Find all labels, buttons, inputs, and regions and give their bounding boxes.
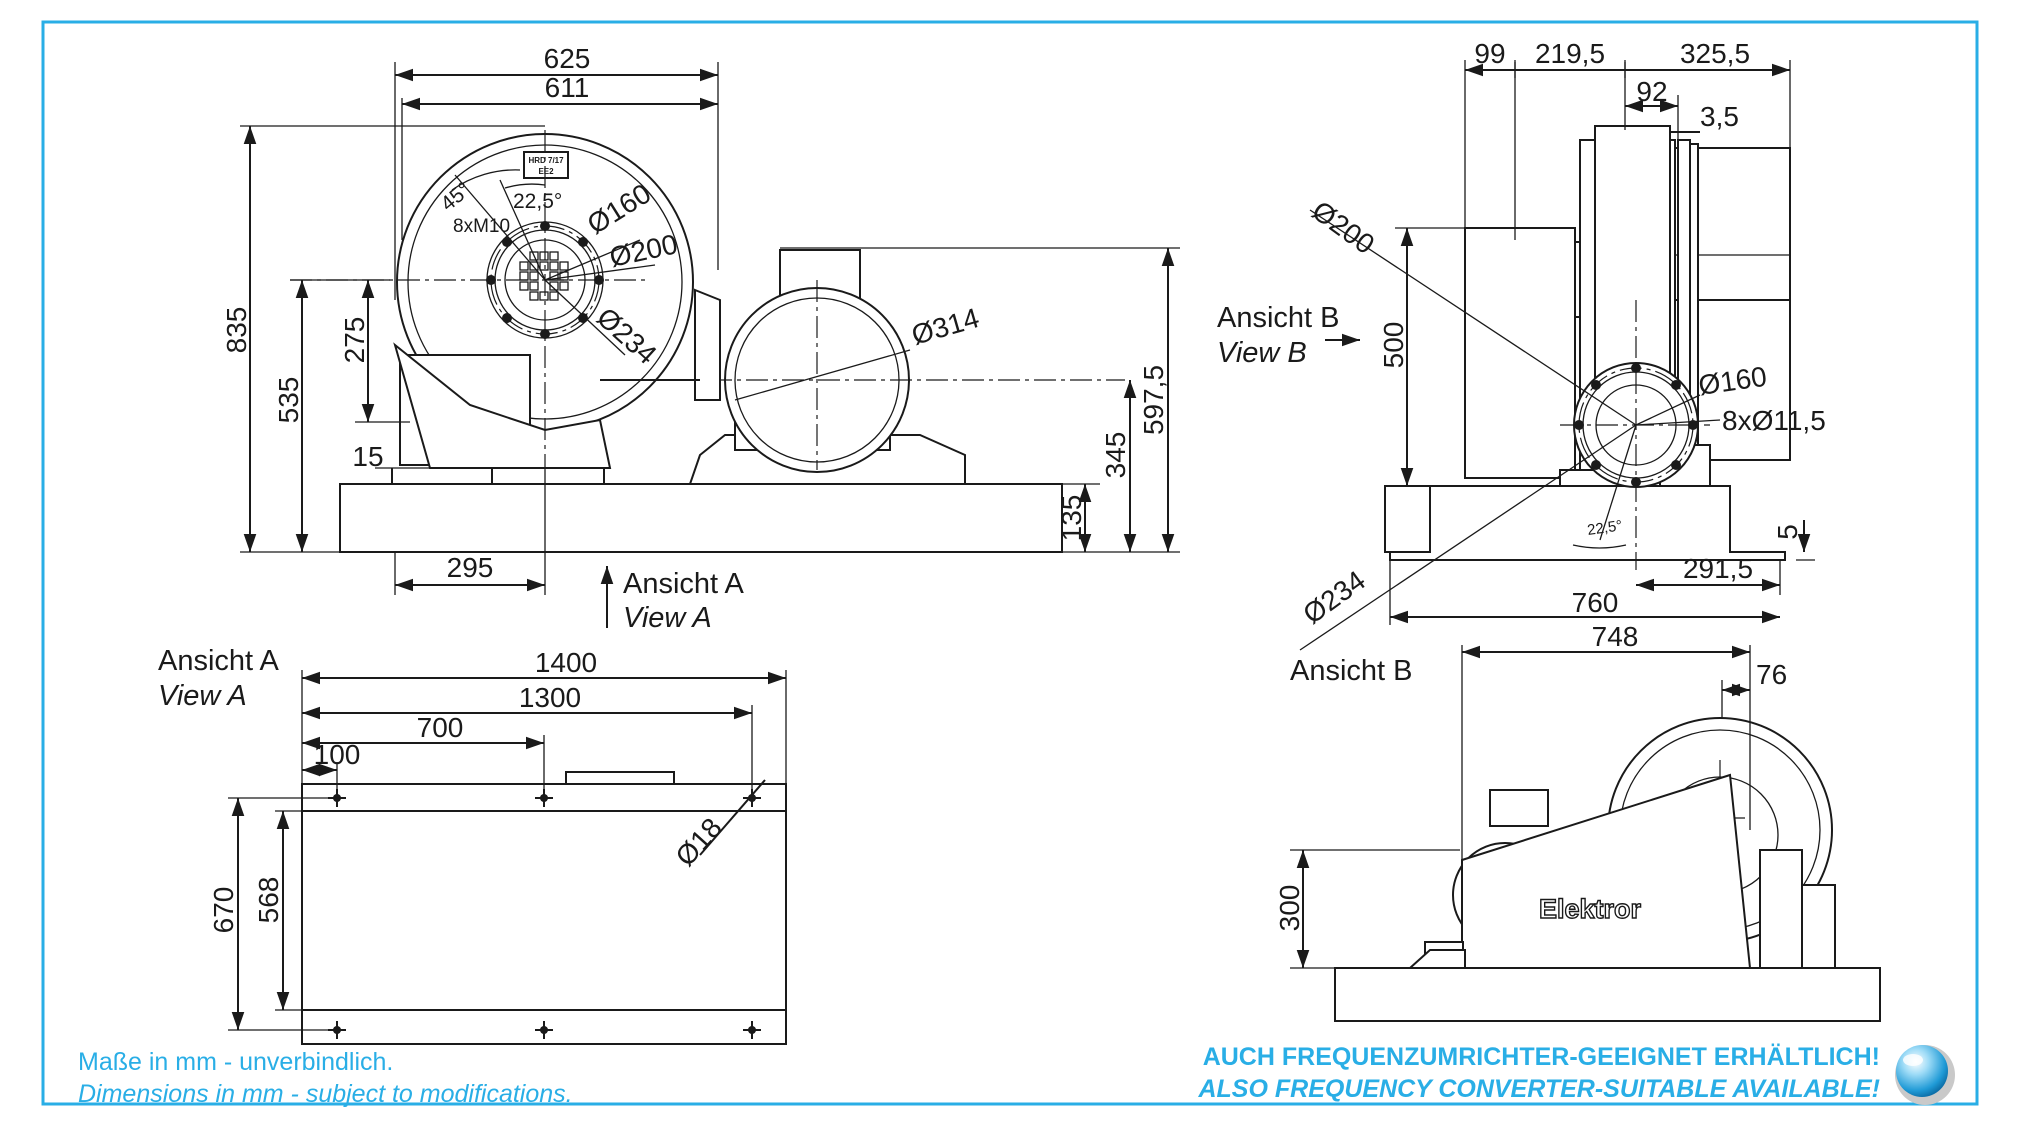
view-a-base-plate: Ansicht A View A 1400 1300 700 100 Ø18 xyxy=(158,645,787,1045)
dim-99: 99 xyxy=(1474,38,1505,69)
nameplate xyxy=(523,151,569,179)
promo-en: ALSO FREQUENCY CONVERTER-SUITABLE AVAILA… xyxy=(1197,1075,1880,1103)
dim-295: 295 xyxy=(447,552,494,583)
dim-345: 345 xyxy=(1100,432,1131,479)
front-view-blower: 99 219,5 325,5 92 3,5 Ø200 500 Ø160 8xØ1… xyxy=(1217,38,1826,651)
base-plate-outline xyxy=(301,783,787,1045)
note-en: Dimensions in mm - subject to modificati… xyxy=(78,1080,573,1108)
nameplate-line2: EE2 xyxy=(538,167,554,176)
dim-8x11-5: 8xØ11,5 xyxy=(1722,405,1826,436)
view-b-label-en: View B xyxy=(1217,337,1307,369)
blue-sphere-icon xyxy=(1895,1045,1955,1105)
brand-elektror: Elektror xyxy=(1539,894,1642,924)
belt-guard xyxy=(1461,773,1752,969)
dim-5: 5 xyxy=(1772,524,1803,540)
dim-15: 15 xyxy=(352,441,383,472)
nameplate-line1: HRD 7/17 xyxy=(528,156,564,165)
dim-1300: 1300 xyxy=(519,682,581,713)
outlet-bolt-holes xyxy=(1574,363,1698,487)
dim-76: 76 xyxy=(1756,659,1787,690)
dim-135: 135 xyxy=(1056,495,1087,542)
view-b-base xyxy=(1334,967,1881,1022)
dim-500: 500 xyxy=(1378,322,1409,369)
drawing-frame xyxy=(41,20,1979,1106)
note-de: Maße in mm - unverbindlich. xyxy=(78,1048,393,1076)
fan-foot xyxy=(491,467,605,485)
view-a-title-en: View A xyxy=(158,680,247,712)
dim-568: 568 xyxy=(253,877,284,924)
dim-760: 760 xyxy=(1572,587,1619,618)
bolts-8xm10: 8xM10 xyxy=(453,216,510,237)
angle-22-5: 22,5° xyxy=(513,190,562,213)
dim-1400: 1400 xyxy=(535,647,597,678)
flange-bolt-holes xyxy=(486,221,604,339)
view-a-title-de: Ansicht A xyxy=(158,645,280,677)
dim-dia-314: Ø314 xyxy=(908,302,982,351)
dim-92: 92 xyxy=(1636,76,1667,107)
dim-835: 835 xyxy=(221,307,252,354)
dim-275: 275 xyxy=(339,317,370,364)
dim-625: 625 xyxy=(544,43,591,74)
promo-de: AUCH FREQUENZUMRICHTER-GEEIGNET ERHÄLTLI… xyxy=(1203,1043,1880,1071)
dim-300: 300 xyxy=(1274,885,1305,932)
view-a-label-en: View A xyxy=(623,602,712,634)
dim-611: 611 xyxy=(545,72,590,103)
dim-700: 700 xyxy=(417,712,464,743)
view-b-label-de: Ansicht B xyxy=(1217,302,1340,334)
dim-219-5: 219,5 xyxy=(1535,38,1605,69)
dim-670: 670 xyxy=(208,887,239,934)
view-b-title-de: Ansicht B xyxy=(1290,655,1413,687)
dim-dia-234-right: Ø234 xyxy=(1297,565,1371,630)
base-plate xyxy=(339,483,1063,553)
dim-291-5: 291,5 xyxy=(1683,553,1753,584)
dim-dia-200-right: Ø200 xyxy=(1306,195,1380,260)
dim-597-5: 597,5 xyxy=(1138,365,1169,435)
dim-535: 535 xyxy=(273,377,304,424)
dim-100: 100 xyxy=(314,739,361,770)
dim-325-5: 325,5 xyxy=(1680,38,1750,69)
view-b-blower: Ansicht B Elektror 748 76 300 xyxy=(1274,621,1881,1022)
dim-748: 748 xyxy=(1592,621,1639,652)
side-view-blower: HRD 7/17 EE2 625 611 xyxy=(221,43,1180,634)
view-a-label-de: Ansicht A xyxy=(623,568,745,600)
angle-22-5-right: 22,5° xyxy=(1586,517,1623,539)
dim-3-5: 3,5 xyxy=(1700,101,1739,132)
